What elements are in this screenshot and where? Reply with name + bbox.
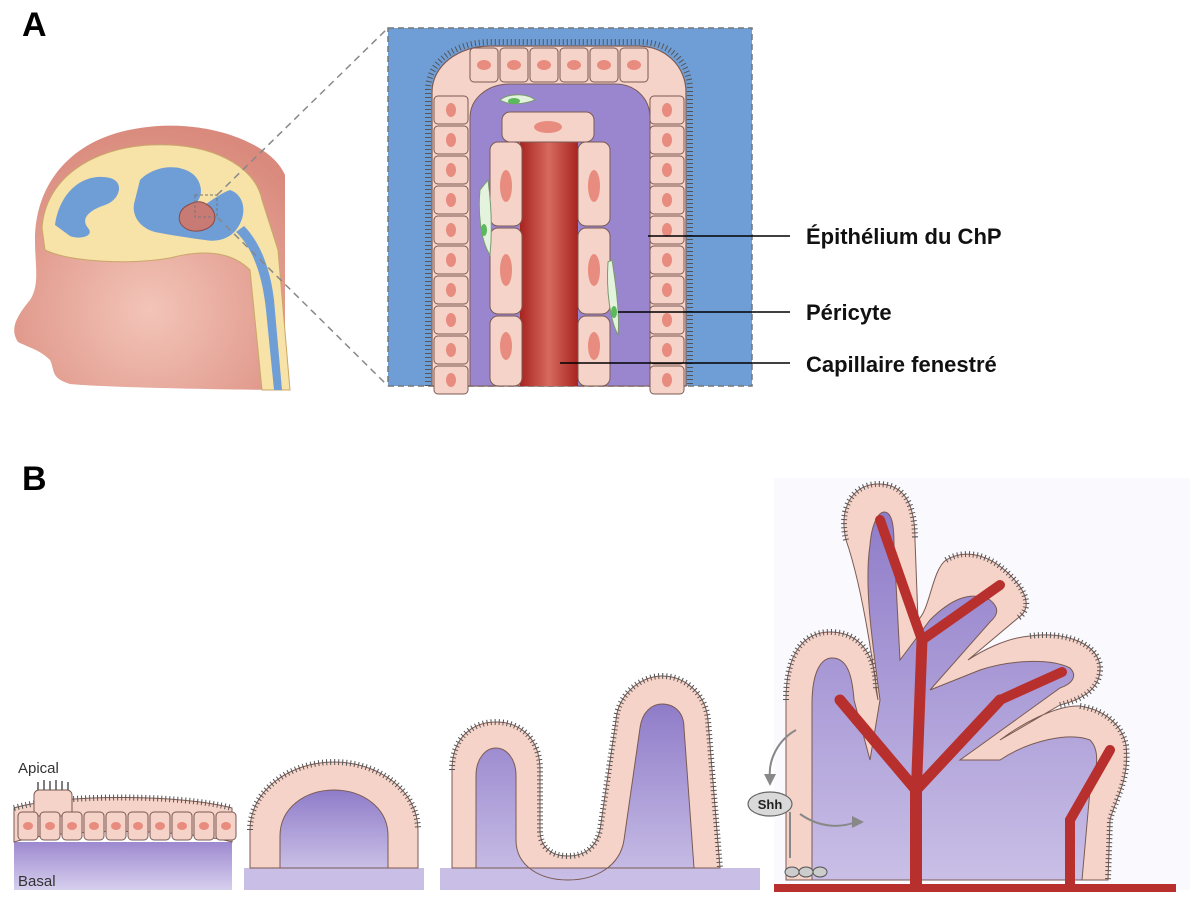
cell-nucleus — [537, 60, 551, 70]
cell-nucleus — [662, 163, 672, 177]
cell-nucleus — [45, 822, 55, 830]
embryo-head-illustration — [14, 126, 290, 390]
cell-nucleus — [111, 822, 121, 830]
label-capillary: Capillaire fenestré — [806, 352, 997, 377]
cell-nucleus — [662, 283, 672, 297]
cell-nucleus — [662, 373, 672, 387]
cell-nucleus — [446, 313, 456, 327]
cell-nucleus — [662, 313, 672, 327]
cell-nucleus — [446, 373, 456, 387]
cell-nucleus — [662, 223, 672, 237]
stage-2-single-fold — [244, 762, 424, 890]
cell-nucleus — [23, 822, 33, 830]
cell-nucleus — [446, 283, 456, 297]
cell-nucleus — [507, 60, 521, 70]
cell-nucleus — [662, 103, 672, 117]
label-pericyte: Péricyte — [806, 300, 892, 325]
cell-nucleus — [662, 193, 672, 207]
cell-nucleus — [477, 60, 491, 70]
cell-nucleus — [446, 253, 456, 267]
cell-nucleus — [662, 343, 672, 357]
label-apical: Apical — [18, 760, 59, 777]
cell-nucleus — [177, 822, 187, 830]
cell-nucleus — [446, 343, 456, 357]
cell-nucleus — [446, 223, 456, 237]
cell-nucleus — [199, 822, 209, 830]
label-basal: Basal — [18, 873, 56, 890]
cell-nucleus — [67, 822, 77, 830]
cell-nucleus — [133, 822, 143, 830]
cell-nucleus — [597, 60, 611, 70]
cell-nucleus — [89, 822, 99, 830]
cell-nucleus — [221, 822, 231, 830]
label-epithelium: Épithélium du ChP — [806, 224, 1002, 249]
cell-nucleus — [446, 193, 456, 207]
cell-nucleus — [155, 822, 165, 830]
cell-nucleus — [567, 60, 581, 70]
cell-nucleus — [446, 163, 456, 177]
stage-4-branched-choroid-plexus — [764, 478, 1190, 890]
panel-b-letter: B — [22, 460, 47, 498]
fenestrated-capillary — [520, 142, 578, 386]
cell-nucleus — [627, 60, 641, 70]
cell-nucleus — [662, 133, 672, 147]
cell-nucleus — [446, 103, 456, 117]
cell-nucleus — [662, 253, 672, 267]
cell-nucleus — [446, 133, 456, 147]
panel-a-letter: A — [22, 6, 47, 44]
label-shh: Shh — [758, 797, 783, 812]
stage-3-double-fold — [440, 676, 760, 890]
